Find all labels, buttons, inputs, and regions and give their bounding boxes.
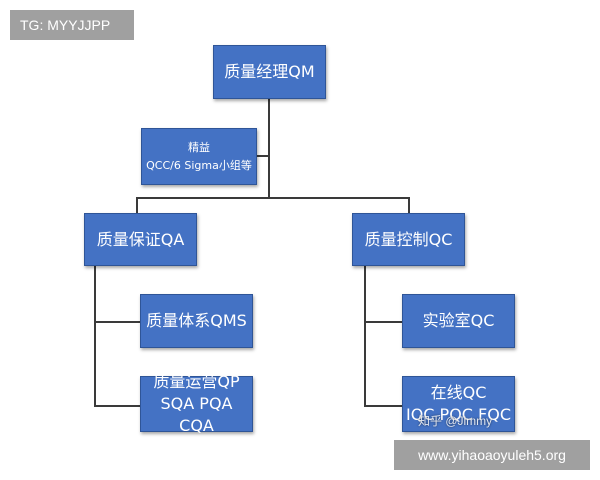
node-qa-label: 质量保证QA bbox=[96, 229, 185, 249]
node-quality-assurance-qa: 质量保证QA bbox=[84, 213, 197, 266]
watermark-top-text: TG: MYYJJPP bbox=[20, 17, 111, 33]
node-lean: 精益 QCC/6 Sigma小组等 bbox=[141, 128, 257, 185]
node-quality-control-qc: 质量控制QC bbox=[352, 213, 465, 266]
node-qp-title: 质量运营QP bbox=[153, 372, 240, 391]
connector-to-qc bbox=[408, 197, 410, 217]
node-online-qc: 在线QC IQC PQC FQC bbox=[402, 376, 515, 432]
node-online-title: 在线QC bbox=[430, 383, 487, 402]
connector-horizontal-bar bbox=[136, 197, 410, 199]
node-quality-system-qms: 质量体系QMS bbox=[140, 294, 253, 348]
watermark-top-badge: TG: MYYJJPP bbox=[10, 10, 134, 40]
node-online-subtitle: IQC PQC FQC bbox=[405, 405, 512, 424]
connector-to-qms bbox=[94, 321, 140, 323]
node-qms-label: 质量体系QMS bbox=[146, 311, 247, 330]
connector-to-online bbox=[364, 405, 402, 407]
watermark-bottom-text: www.yihaoaoyuleh5.org bbox=[418, 447, 566, 463]
connector-to-lab bbox=[364, 321, 402, 323]
node-lean-title: 精益 bbox=[188, 140, 210, 154]
connector-to-qp bbox=[94, 405, 140, 407]
zhihu-overlay-label: 知乎 @Jimmy bbox=[418, 414, 493, 428]
node-lab-label: 实验室QC bbox=[422, 311, 495, 330]
connector-to-qa bbox=[136, 197, 138, 217]
node-qp-subtitle: SQA PQA CQA bbox=[160, 394, 233, 435]
zhihu-overlay-text: 知乎 @Jimmy bbox=[418, 412, 492, 429]
node-lean-subtitle: QCC/6 Sigma小组等 bbox=[146, 158, 252, 172]
node-quality-operation-qp: 质量运营QP SQA PQA CQA bbox=[140, 372, 253, 435]
connector-qa-spine bbox=[94, 265, 96, 407]
node-quality-manager-qm: 质量经理QM bbox=[213, 45, 326, 99]
connector-qc-spine bbox=[364, 265, 366, 407]
connector-lean-branch bbox=[256, 155, 269, 157]
connector-qm-vertical bbox=[268, 98, 270, 198]
watermark-bottom-badge: www.yihaoaoyuleh5.org bbox=[394, 440, 590, 470]
node-laboratory-qc: 实验室QC bbox=[402, 294, 515, 348]
node-qm-label: 质量经理QM bbox=[224, 62, 315, 81]
node-qc-label: 质量控制QC bbox=[364, 229, 453, 249]
